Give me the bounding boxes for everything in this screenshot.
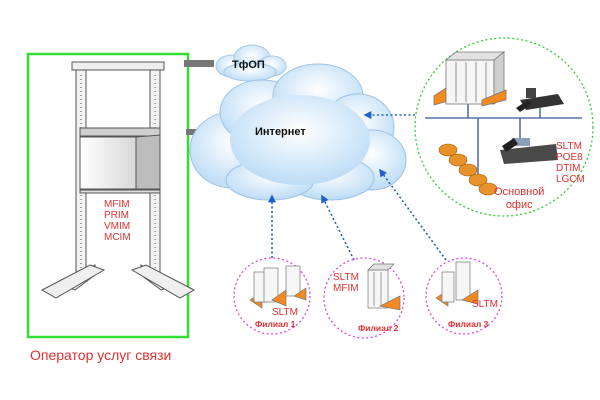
analog-phones-icon [438,143,498,196]
operator-zone [26,52,190,339]
branch-3-pbx-icon [435,261,479,307]
pstn-label: ТфОП [232,59,265,71]
operator-modules: MFIM PRIM VMIM MCIM [104,199,131,243]
main-office-modules: SLTM POE8 DTIM LGCM [556,141,585,185]
branch-2-pbx-icon [367,263,401,311]
office-lan [425,104,582,175]
branch-1-pbx-icon [249,265,307,309]
branch-2-zone [323,257,405,339]
branch-3-name: Филиал 3 [448,319,489,329]
pbx-cabinet-icon [433,51,507,107]
branch-1-zone [233,257,311,335]
main-office-zone [414,37,594,217]
internet-cloud [189,63,407,201]
branch-1-modules: SLTM [272,307,298,318]
ip-phone-icon [500,138,558,164]
branch-3-zone [425,257,503,335]
branch-2-modules: SLTM MFIM [333,272,359,294]
branch-2-name: Филиал 2 [358,323,399,333]
pstn-link [184,60,214,67]
desk-phone-icon [516,88,564,112]
branch-1-name: Филиал 1 [255,319,296,329]
branch-3-modules: SLTM [472,299,498,310]
rack-icon [40,61,196,299]
vpn-links [268,111,447,261]
operator-caption: Оператор услуг связи [30,347,172,363]
main-office-label: Основной офис [494,186,545,211]
internet-label: Интернет [255,126,306,138]
